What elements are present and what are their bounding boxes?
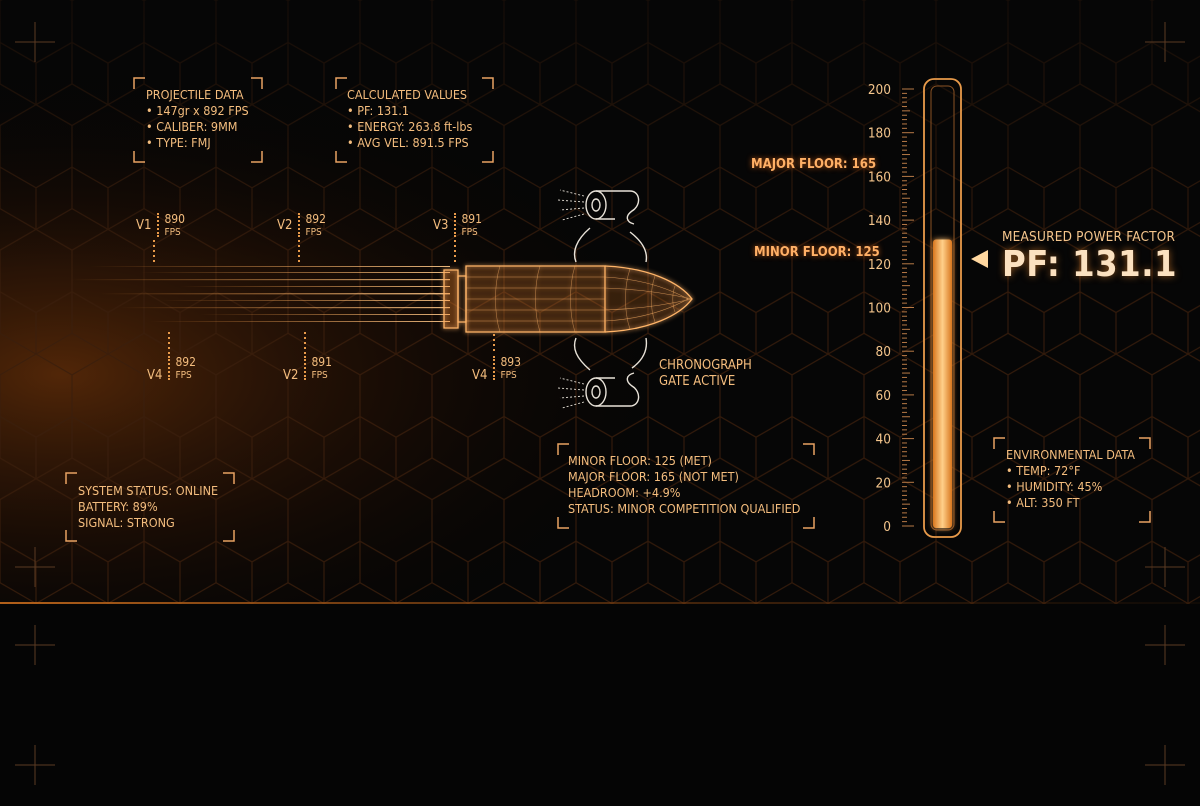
- gauge-tick-label: 160: [868, 169, 891, 185]
- system-status: SYSTEM STATUS: ONLINE: [78, 483, 219, 498]
- gauge-fill-level: [933, 239, 952, 528]
- panel-bracket: [133, 77, 263, 163]
- minor-floor-label: MINOR FLOOR: 125: [754, 244, 880, 260]
- projectile-caliber: • CALIBER: 9MM: [146, 119, 238, 134]
- calculated-energy: • ENERGY: 263.8 ft-lbs: [347, 119, 473, 134]
- gauge-tick-label: 60: [876, 388, 891, 404]
- measured-pf-label: MEASURED POWER FACTOR: [1002, 229, 1176, 245]
- crosshair-icon: [1145, 745, 1185, 785]
- gauge-tick-label: 0: [883, 519, 891, 535]
- gauge-tick-label: 140: [868, 213, 891, 229]
- motion-trail: [70, 266, 450, 322]
- humidity: • HUMIDITY: 45%: [1006, 479, 1103, 494]
- chronograph-label: CHRONOGRAPH: [659, 358, 752, 373]
- signal-strength: SIGNAL: STRONG: [78, 515, 175, 530]
- chronograph-gate: [557, 189, 648, 409]
- crosshair-icon: [15, 745, 55, 785]
- gauge-tick-label: 200: [868, 82, 891, 98]
- gauge-tick-label: 40: [876, 432, 891, 448]
- competition-status: STATUS: MINOR COMPETITION QUALIFIED: [568, 501, 801, 516]
- major-floor-status: MAJOR FLOOR: 165 (NOT MET): [568, 469, 739, 484]
- bullet-outline: [443, 265, 693, 333]
- environmental-data-panel: ENVIRONMENTAL DATA • TEMP: 72°F • HUMIDI…: [1006, 447, 1135, 511]
- gauge-tick-label: 80: [876, 344, 891, 360]
- major-floor-label: MAJOR FLOOR: 165: [751, 157, 877, 173]
- gauge-tube: [923, 78, 962, 538]
- battery-level: BATTERY: 89%: [78, 499, 158, 514]
- chronograph-gate-label: GATE ACTIVE: [659, 374, 736, 389]
- calculated-values-panel: CALCULATED VALUES • PF: 131.1 • ENERGY: …: [347, 87, 472, 151]
- crosshair-icon: [1145, 547, 1185, 587]
- projectile-weight-velocity: • 147gr x 892 FPS: [146, 103, 249, 118]
- panel-bracket: [993, 437, 1151, 523]
- projectile-data-panel: PROJECTILE DATA • 147gr x 892 FPS • CALI…: [146, 87, 249, 151]
- gauge-tick-label: 20: [876, 475, 891, 491]
- system-status-panel: SYSTEM STATUS: ONLINE BATTERY: 89% SIGNA…: [78, 483, 218, 531]
- pf-pointer-icon: [971, 250, 988, 268]
- altitude: • ALT: 350 FT: [1006, 495, 1080, 510]
- crosshair-icon: [1145, 22, 1185, 62]
- measured-pf-value: PF: 131.1: [1002, 244, 1178, 285]
- temperature: • TEMP: 72°F: [1006, 463, 1081, 478]
- gauge-tick-label: 120: [868, 257, 891, 273]
- headroom: HEADROOM: +4.9%: [568, 485, 681, 500]
- environmental-data-title: ENVIRONMENTAL DATA: [1006, 447, 1135, 462]
- crosshair-icon: [15, 625, 55, 665]
- calculated-avg-velocity: • AVG VEL: 891.5 FPS: [347, 135, 469, 150]
- qualification-panel: MINOR FLOOR: 125 (MET) MAJOR FLOOR: 165 …: [568, 453, 800, 517]
- calculated-pf: • PF: 131.1: [347, 103, 410, 118]
- gauge-tick-label: 180: [868, 126, 891, 142]
- gauge-tick-label: 100: [868, 301, 891, 317]
- minor-floor-status: MINOR FLOOR: 125 (MET): [568, 453, 712, 468]
- crosshair-icon: [15, 547, 55, 587]
- chronograph-status: CHRONOGRAPH GATE ACTIVE: [659, 358, 752, 390]
- projectile-type: • TYPE: FMJ: [146, 135, 211, 150]
- crosshair-icon: [1145, 625, 1185, 665]
- calculated-values-title: CALCULATED VALUES: [347, 87, 468, 102]
- gauge-inner-tube: [930, 85, 955, 531]
- panel-bracket: [65, 472, 235, 542]
- projectile-data-title: PROJECTILE DATA: [146, 87, 244, 102]
- panel-bracket: [335, 77, 494, 163]
- crosshair-icon: [15, 22, 55, 62]
- panel-bracket: [557, 443, 815, 529]
